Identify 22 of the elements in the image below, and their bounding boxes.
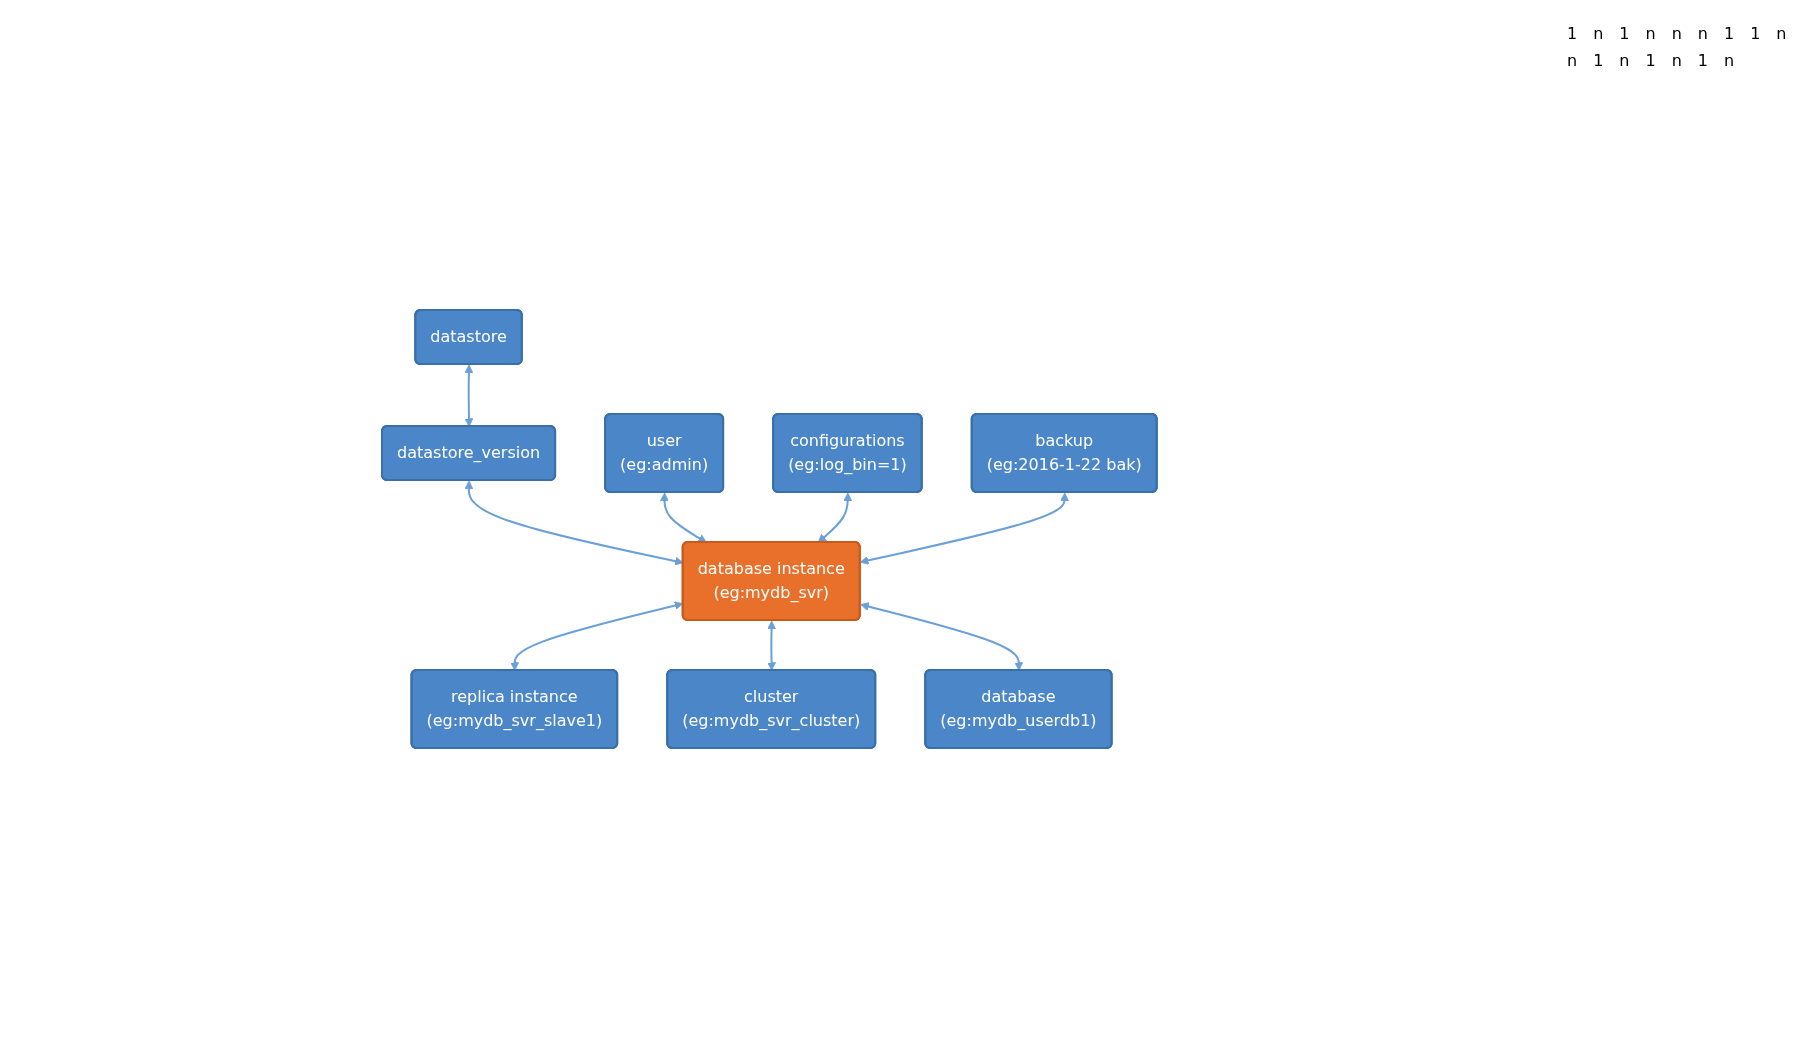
cardinality-label: n [1671,24,1682,43]
arrow [817,492,853,543]
cardinality-label: n [1619,51,1630,70]
arrow [660,492,707,543]
cardinality-label: 1 [1750,24,1761,43]
cardinality-label: n [1697,24,1708,43]
cardinality-label: n [1776,24,1787,43]
cardinality-label: n [1724,51,1735,70]
cardinality-label: 1 [1567,24,1578,43]
cardinality-label: 1 [1619,24,1630,43]
arrow [860,601,1024,671]
cardinality-label: 1 [1593,51,1604,70]
cardinality-label: n [1567,51,1578,70]
cardinality-label: 1 [1645,51,1656,70]
arrow [464,364,474,427]
arrow [860,492,1070,565]
cardinality-label: n [1671,51,1682,70]
arrow [767,620,777,671]
cardinality-label: n [1645,24,1656,43]
cardinality-label: n [1593,24,1604,43]
cardinality-label: 1 [1723,24,1735,43]
cardinality-label: 1 [1697,51,1708,70]
